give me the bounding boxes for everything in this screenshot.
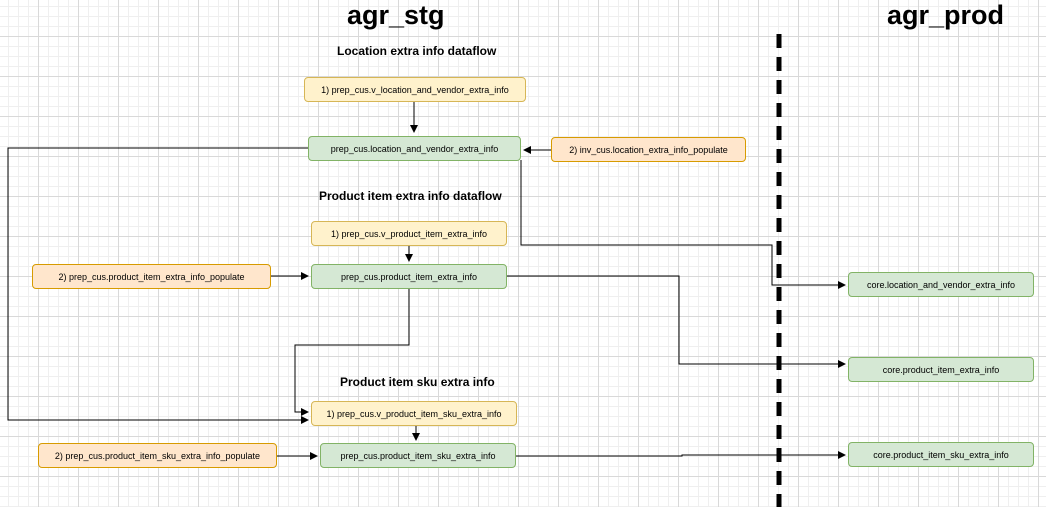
edge-prep-location-to-core-location bbox=[520, 160, 846, 289]
edge-prep-product-to-core-product bbox=[507, 275, 846, 368]
prep-product-item-extra-info-node[interactable]: prep_cus.product_item_extra_info bbox=[311, 264, 507, 289]
agr-stg-heading: agr_stg bbox=[347, 0, 445, 30]
v-product-item-sku-extra-info-node[interactable]: 1) prep_cus.v_product_item_sku_extra_inf… bbox=[311, 401, 517, 426]
core-product-item-sku-extra-info-node[interactable]: core.product_item_sku_extra_info bbox=[848, 442, 1034, 467]
location-dataflow-title: Location extra info dataflow bbox=[337, 44, 497, 58]
core-product-item-extra-info-node[interactable]: core.product_item_extra_info bbox=[848, 357, 1034, 382]
inv-location-extra-info-populate-node[interactable]: 2) inv_cus.location_extra_info_populate bbox=[551, 137, 746, 162]
sku-dataflow-title: Product item sku extra info bbox=[340, 375, 495, 389]
product-item-extra-info-populate-node[interactable]: 2) prep_cus.product_item_extra_info_popu… bbox=[32, 264, 271, 289]
prep-product-item-sku-extra-info-node[interactable]: prep_cus.product_item_sku_extra_info bbox=[320, 443, 516, 468]
core-location-vendor-extra-info-node[interactable]: core.location_and_vendor_extra_info bbox=[848, 272, 1034, 297]
agr-prod-heading: agr_prod bbox=[887, 0, 1005, 30]
edge-prep-location-to-v-sku bbox=[7, 147, 309, 424]
product-item-sku-extra-info-populate-node[interactable]: 2) prep_cus.product_item_sku_extra_info_… bbox=[38, 443, 277, 468]
edge-prep-product-to-v-sku bbox=[294, 289, 410, 416]
v-product-item-extra-info-node[interactable]: 1) prep_cus.v_product_item_extra_info bbox=[311, 221, 507, 246]
prep-location-vendor-extra-info-node[interactable]: prep_cus.location_and_vendor_extra_info bbox=[308, 136, 521, 161]
v-location-vendor-extra-info-node[interactable]: 1) prep_cus.v_location_and_vendor_extra_… bbox=[304, 77, 526, 102]
product-dataflow-title: Product item extra info dataflow bbox=[319, 189, 502, 203]
edge-prep-sku-to-core-sku bbox=[516, 451, 846, 459]
